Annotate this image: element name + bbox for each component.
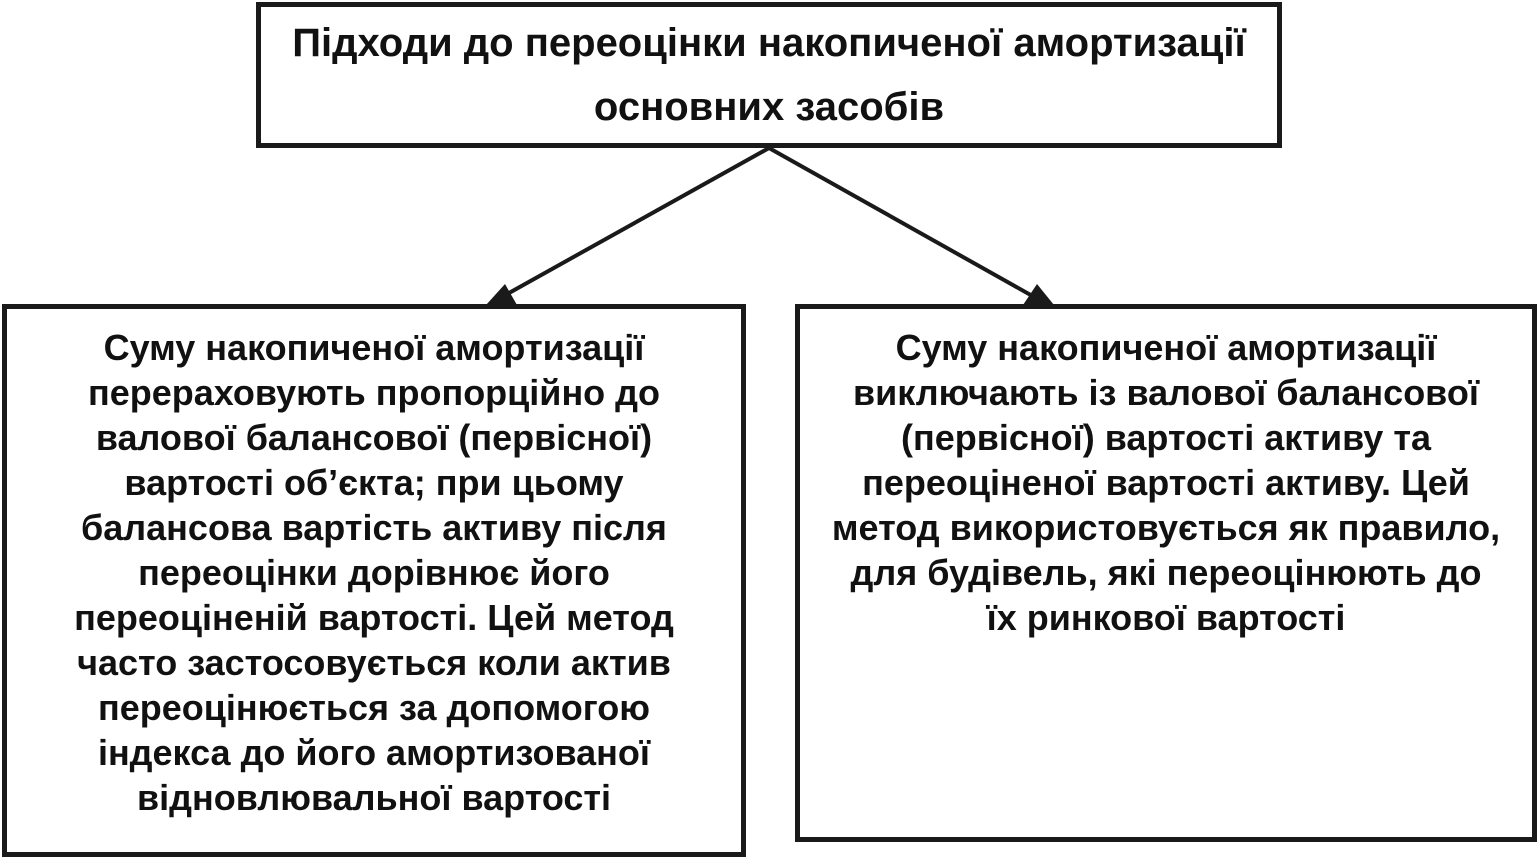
root-node-text: Підходи до переоцінки накопиченої аморти… (292, 21, 1246, 129)
left-node: Суму накопиченої амортизації перераховую… (2, 304, 746, 857)
left-node-text: Суму накопиченої амортизації перераховую… (74, 327, 674, 818)
connector-right (768, 146, 1037, 300)
arrowhead-left-icon (486, 284, 517, 305)
arrowhead-right-icon (1023, 284, 1054, 305)
root-node: Підходи до переоцінки накопиченої аморти… (256, 2, 1282, 148)
connector-left (499, 146, 770, 300)
right-node: Суму накопиченої амортизації виключають … (795, 304, 1537, 842)
right-node-text: Суму накопиченої амортизації виключають … (831, 327, 1501, 638)
